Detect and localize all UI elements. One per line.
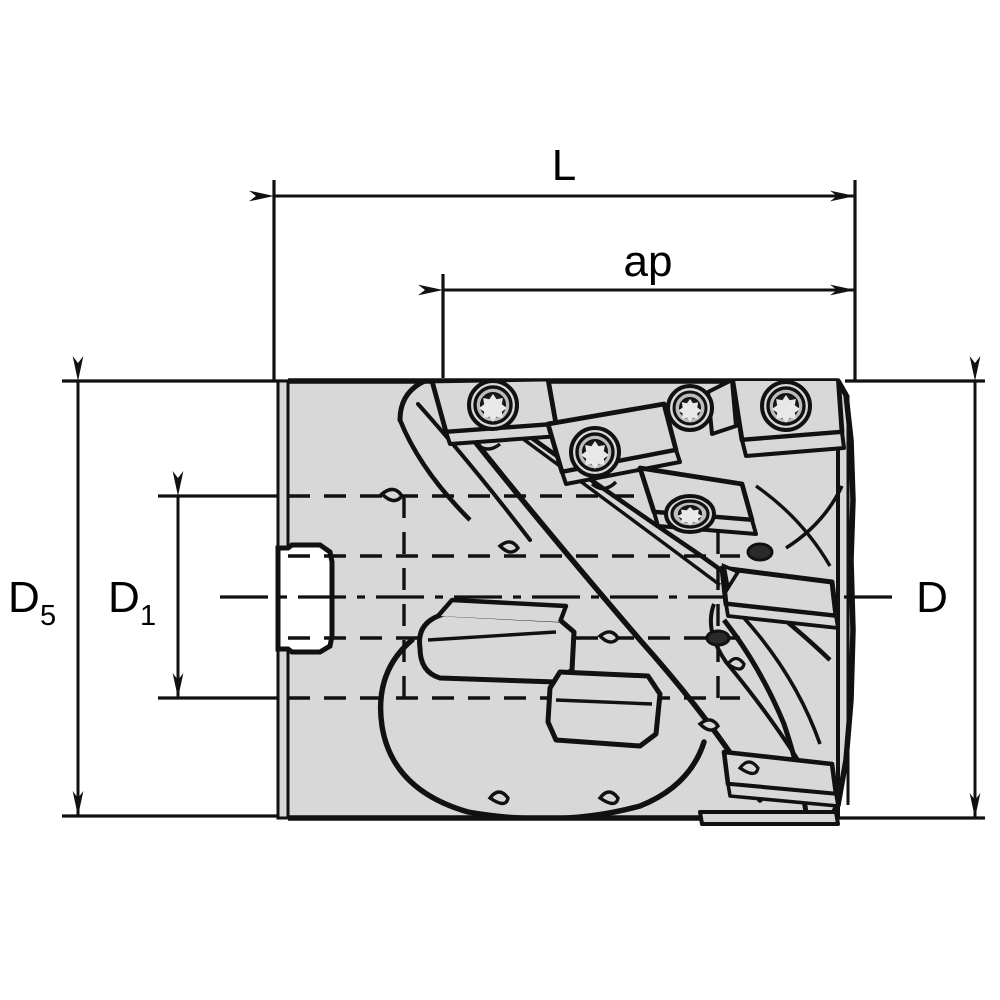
dimension-ap-label: ap (624, 237, 673, 286)
torx-socket-3-icon (677, 507, 703, 526)
screw-3 (664, 494, 716, 534)
insert-right-mid-tab (721, 563, 741, 593)
coolant-nub-1 (379, 487, 405, 503)
dimension-D5-label: D (8, 573, 40, 622)
right-contour-arc-3 (755, 484, 832, 567)
coolant-nub-7 (737, 760, 760, 776)
helical-flute-edge-primary (433, 389, 763, 803)
coolant-port-2 (705, 629, 731, 647)
dimension-D: D (838, 356, 985, 820)
coolant-nub-3 (597, 630, 621, 644)
dimension-D1-label-group: D 1 (108, 573, 156, 632)
dimension-D5-label-group: D 5 (8, 573, 56, 632)
coolant-nub-4 (697, 718, 721, 732)
body-right-rim (836, 381, 850, 818)
coolant-nub-2 (497, 540, 521, 554)
dimension-D-label: D (916, 573, 948, 622)
screw-5 (666, 384, 714, 432)
lower-insert-top-face (436, 597, 569, 623)
insert-2-relief (590, 480, 618, 491)
insert-pocket-right-mid (719, 563, 840, 630)
dimension-ap: ap (418, 237, 855, 378)
lower-insert-upper (417, 611, 577, 685)
screw-1 (467, 381, 519, 431)
screw-4 (760, 381, 812, 432)
lower-flute-pocket-curve (377, 637, 707, 818)
insert-1-relief (474, 442, 502, 451)
insert-pocket-2 (545, 401, 682, 491)
screw-2 (569, 426, 621, 478)
lower-insert-upper-edge (427, 630, 557, 642)
helical-flute-edge-secondary (416, 402, 532, 542)
coolant-nubs (379, 487, 774, 806)
dimension-D1-subscript: 1 (140, 600, 156, 632)
lower-insert-second (545, 669, 663, 749)
insert-pocket-3 (637, 465, 758, 536)
flute-face-curve-lower (397, 419, 472, 522)
dimension-L-label: L (552, 141, 576, 190)
insert-right-mid-seat (724, 602, 840, 630)
torx-socket-1-icon (479, 394, 507, 422)
torx-socket-5-icon (678, 399, 702, 422)
body-internal-features (377, 381, 846, 818)
insert-pocket-1 (429, 381, 562, 451)
right-contour-arc-1 (742, 616, 822, 745)
coolant-port-1 (746, 542, 774, 562)
insert-4-seat (740, 430, 846, 458)
flute-face-curve-top (397, 381, 443, 423)
right-contour-arc-2 (785, 485, 844, 550)
torx-socket-2-icon (581, 441, 609, 469)
coolant-nub-6 (597, 790, 620, 806)
dimension-D5-subscript: 5 (40, 600, 56, 632)
dimension-D5: D 5 (8, 356, 290, 818)
insert-pocket-4 (706, 381, 846, 458)
torx-socket-4-icon (772, 395, 800, 423)
coolant-nub-5 (487, 790, 510, 806)
dimension-L: L (249, 141, 857, 382)
dimension-D1-label: D (108, 573, 140, 622)
cutter-body (220, 378, 898, 826)
coolant-nub-8 (725, 656, 746, 671)
lower-insert-second-edge (555, 698, 653, 706)
insert-pocket-lower-front (417, 597, 663, 749)
body-bottom-overhang (698, 810, 840, 826)
